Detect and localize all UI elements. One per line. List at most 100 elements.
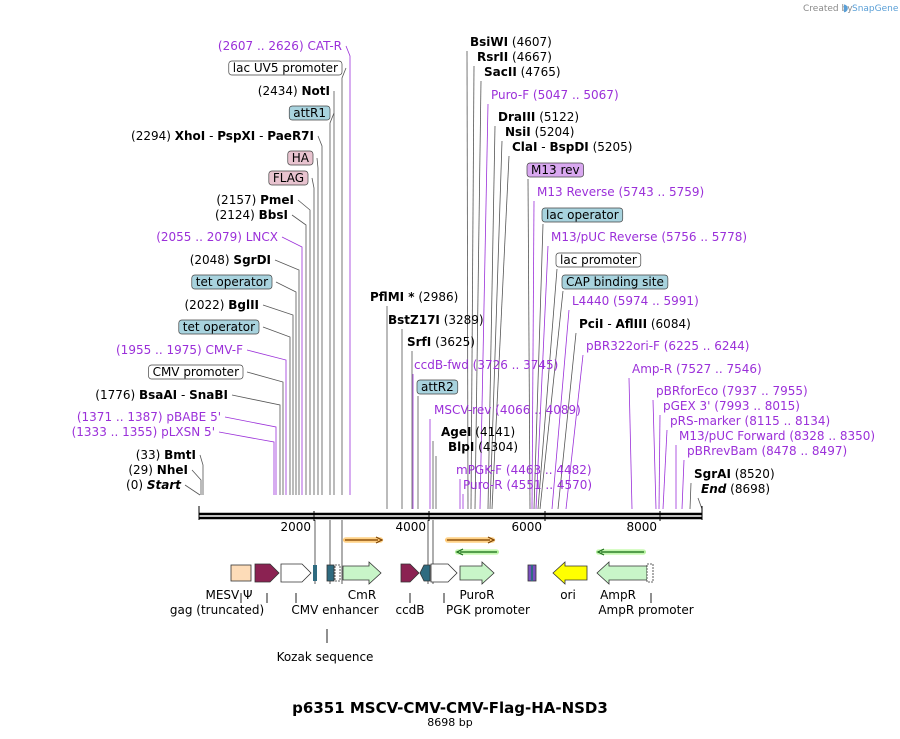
mid-label-mpgk-f: mPGK-F (4463 .. 4482) xyxy=(456,463,592,477)
attr2-mark xyxy=(419,564,431,582)
leader-line xyxy=(531,200,535,510)
label-text: (2022) BglII xyxy=(185,298,260,312)
left-label-lac-uv5-promoter: lac UV5 promoter xyxy=(228,60,343,76)
mid-label-puro-r: Puro-R (4551 .. 4570) xyxy=(463,478,592,492)
right-label-cap-binding-site: CAP binding site xyxy=(561,274,669,290)
label-text: (1955 .. 1975) CMV-F xyxy=(116,343,243,357)
kozak-mark xyxy=(313,565,317,581)
label-text: (2124) BbsI xyxy=(215,208,288,222)
mid-label-srfi: SrfI (3625) xyxy=(407,335,475,349)
left-label-bsaai: (1776) BsaAI - SnaBI xyxy=(95,388,228,402)
feature-box xyxy=(561,274,669,290)
leader-line xyxy=(275,281,297,495)
right-label-sacii: SacII (4765) xyxy=(484,65,561,79)
cmr-arrow xyxy=(342,561,382,585)
feature-box-label: HA xyxy=(292,151,310,165)
left-label-flag: FLAG xyxy=(268,170,309,186)
feature-box xyxy=(268,170,309,186)
leader-line xyxy=(218,431,275,495)
left-label-bbsi: (2124) BbsI xyxy=(215,208,288,222)
gag-truncated-arrow xyxy=(254,563,280,583)
mid-label-blpi: BlpI (4304) xyxy=(448,440,518,454)
label-text: NsiI (5204) xyxy=(505,125,574,139)
leader-line xyxy=(489,140,503,510)
label-text: L4440 (5974 .. 5991) xyxy=(572,294,699,308)
right-label-prs-marker: pRS-marker (8115 .. 8134) xyxy=(670,414,830,428)
leader-line xyxy=(689,482,692,510)
feature-box-label: tet operator xyxy=(196,275,268,289)
leader-line xyxy=(262,326,291,495)
label-text: (0) Start xyxy=(126,478,182,492)
label-text: (29) NheI xyxy=(128,463,188,477)
right-label-amp-r: Amp-R (7527 .. 7546) xyxy=(632,362,762,376)
leader-line xyxy=(474,80,482,510)
labels-layer: (2607 .. 2626) CAT-R lac UV5 promoter (243… xyxy=(72,35,875,496)
feature-label-ampr: AmpR xyxy=(600,588,636,602)
label-text: ClaI - BspDI (5205) xyxy=(512,140,632,154)
leader-line xyxy=(329,112,335,495)
label-text: (2434) NotI xyxy=(258,84,330,98)
right-label-m13-reverse: M13 Reverse (5743 .. 5759) xyxy=(537,185,704,199)
attr1-mark xyxy=(326,564,335,582)
right-label-lac-promoter: lac promoter xyxy=(555,252,642,268)
left-label-cat-r: (2607 .. 2626) CAT-R xyxy=(218,39,342,53)
leader-lines xyxy=(184,45,703,510)
leader-line xyxy=(466,50,469,510)
right-label-m13-rev: M13 rev xyxy=(526,162,584,178)
label-text: ccdB-fwd (3726 .. 3745) xyxy=(414,358,558,372)
mid-label-bstz17i: BstZ17I (3289) xyxy=(388,313,484,327)
label-text: BlpI (4304) xyxy=(448,440,518,454)
left-label-noti: (2434) NotI xyxy=(258,84,330,98)
leader-line xyxy=(246,349,287,495)
label-text: PciI - AflIII (6084) xyxy=(579,317,691,331)
feature-box xyxy=(228,60,343,76)
leader-line xyxy=(191,469,202,495)
right-label-pcii: PciI - AflIII (6084) xyxy=(579,317,691,331)
label-text: AgeI (4141) xyxy=(441,425,515,439)
leader-line xyxy=(491,155,510,510)
label-text: (2055 .. 2079) LNCX xyxy=(156,230,278,244)
right-label-bsiwi: BsiWI (4607) xyxy=(470,35,552,49)
feature-box xyxy=(416,379,459,395)
tick-label: 2000 xyxy=(280,520,311,534)
mid-label-pflmi: PflMI * (2986) xyxy=(370,290,458,304)
tick-label: 8000 xyxy=(626,520,657,534)
ampr-arrow xyxy=(596,561,648,585)
feature-label-cmv-enhancer: CMV enhancer xyxy=(291,603,378,617)
leader-line xyxy=(297,199,311,495)
feature-label-kozak-sequence: Kozak sequence xyxy=(277,650,374,664)
cmv-enhancer-arrow xyxy=(280,563,312,583)
feature-box-label: CAP binding site xyxy=(566,275,664,289)
label-text: MSCV-rev (4066 .. 4089) xyxy=(434,403,581,417)
mid-label-ccdb-fwd: ccdB-fwd (3726 .. 3745) xyxy=(414,358,558,372)
feature-box-label: M13 rev xyxy=(531,163,580,177)
leader-line xyxy=(537,268,558,510)
mid-label-mscv-rev: MSCV-rev (4066 .. 4089) xyxy=(434,403,581,417)
leader-line xyxy=(317,135,323,495)
leader-line xyxy=(281,236,303,495)
label-text: Puro-F (5047 .. 5067) xyxy=(491,88,619,102)
feature-box-label: lac promoter xyxy=(560,253,637,267)
ccdb-arrow xyxy=(400,563,420,583)
label-text: mPGK-F (4463 .. 4482) xyxy=(456,463,592,477)
feature-label-ccdb: ccdB xyxy=(395,603,424,617)
leader-line xyxy=(652,399,657,510)
leader-line xyxy=(658,414,661,510)
leader-line xyxy=(487,125,496,510)
backbone xyxy=(198,506,703,520)
label-text: pBRrevBam (8478 .. 8497) xyxy=(687,444,847,458)
leader-line xyxy=(345,45,351,495)
left-label-attr1: attR1 xyxy=(288,105,331,121)
label-text: (2607 .. 2626) CAT-R xyxy=(218,39,342,53)
feature-box xyxy=(148,364,244,380)
leader-line xyxy=(274,259,300,495)
leader-line xyxy=(291,214,307,495)
right-label-pbr322ori-f: pBR322ori-F (6225 .. 6244) xyxy=(586,339,749,353)
leader-line xyxy=(341,67,347,495)
leader-line xyxy=(551,309,570,510)
left-label-bglii: (2022) BglII xyxy=(185,298,260,312)
ampr-promoter-mark xyxy=(646,563,654,583)
label-text: (1371 .. 1387) pBABE 5' xyxy=(77,410,221,424)
